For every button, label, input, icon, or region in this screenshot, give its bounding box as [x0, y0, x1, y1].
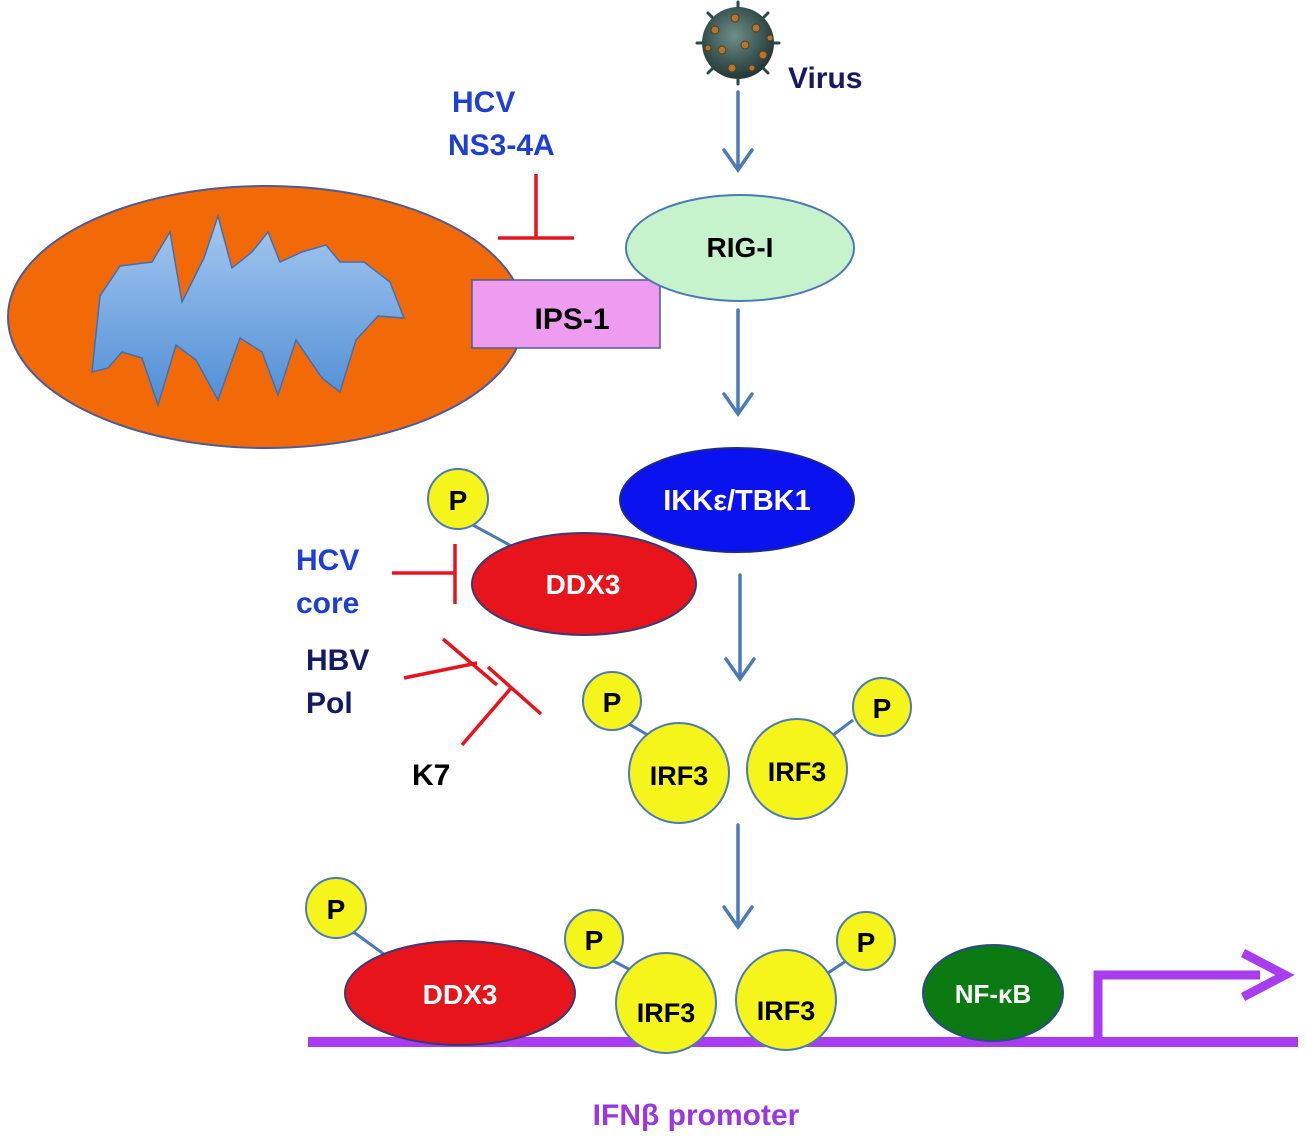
phospho-badge-irf3-left-cytoplasmic: P: [582, 671, 642, 731]
phospho-label: P: [585, 925, 604, 956]
irf3-left-promoter-label: IRF3: [637, 998, 696, 1028]
irf3-dimer-cytoplasmic: IRF3 IRF3: [621, 718, 854, 824]
ikk-tbk1-label: IKKε/TBK1: [663, 485, 811, 517]
hbv-pol-label-line1: HBV: [306, 644, 369, 677]
k7-label: K7: [412, 759, 450, 792]
phospho-badge-irf3-right-promoter: P: [836, 911, 896, 971]
phospho-label: P: [873, 693, 892, 724]
ddx3-cytoplasmic-label: DDX3: [546, 569, 621, 600]
phospho-badge-ddx3-cytoplasmic: P: [427, 468, 489, 530]
virus-icon: [695, 0, 781, 86]
hcv-core-label-line1: HCV: [296, 544, 359, 577]
nf-kb-label: NF-κB: [955, 979, 1032, 1009]
hcv-ns3-4a-inhibition: [498, 174, 574, 240]
rig-i-node: RIG-I: [625, 194, 855, 302]
hbv-pol-inhibition: [403, 637, 499, 687]
phospho-label: P: [327, 894, 346, 925]
virus-label: Virus: [788, 62, 863, 95]
irf3-right-promoter-label: IRF3: [757, 996, 816, 1026]
phospho-label: P: [603, 687, 622, 718]
arrow-virus-to-rig-i: [722, 90, 754, 174]
hcv-ns3-4a-label-line1: HCV: [452, 86, 515, 119]
ddx3-promoter-node: DDX3: [344, 926, 576, 1046]
rig-i-label: RIG-I: [707, 232, 774, 263]
ifn-beta-promoter-label: IFNβ promoter: [593, 1099, 800, 1132]
transcription-start-arrow: [1093, 949, 1295, 1042]
mitochondrion-cristae: [91, 213, 406, 408]
phospho-badge-irf3-left-promoter: P: [564, 909, 624, 969]
mitochondrion: [7, 185, 525, 449]
arrow-ikk-to-irf3: [724, 573, 756, 683]
hcv-core-label-line2: core: [296, 587, 359, 620]
hcv-core-inhibition: [392, 544, 457, 604]
ddx3-cytoplasmic-node: DDX3: [459, 516, 697, 636]
k7-inhibition: [460, 665, 543, 747]
ddx3-promoter-label: DDX3: [423, 979, 498, 1010]
hbv-pol-label-line2: Pol: [306, 687, 353, 720]
phospho-label: P: [449, 485, 468, 516]
nf-kb-node: NF-κB: [922, 944, 1064, 1042]
phospho-badge-ddx3-promoter: P: [305, 877, 367, 939]
phospho-badge-irf3-right-cytoplasmic: P: [852, 677, 912, 737]
irf3-left-cytoplasmic-label: IRF3: [650, 761, 709, 791]
irf3-dimer-promoter: IRF3 IRF3: [601, 949, 856, 1054]
arrow-rig-i-to-ikk: [722, 308, 754, 418]
ips-1-label: IPS-1: [534, 303, 609, 336]
hcv-ns3-4a-label-line2: NS3-4A: [448, 129, 555, 162]
ikk-tbk1-node: IKKε/TBK1: [619, 447, 855, 553]
ips-1-box: IPS-1: [471, 279, 661, 349]
irf3-right-cytoplasmic-label: IRF3: [768, 757, 827, 787]
phospho-label: P: [857, 927, 876, 958]
arrow-irf3-to-promoter: [722, 823, 754, 931]
